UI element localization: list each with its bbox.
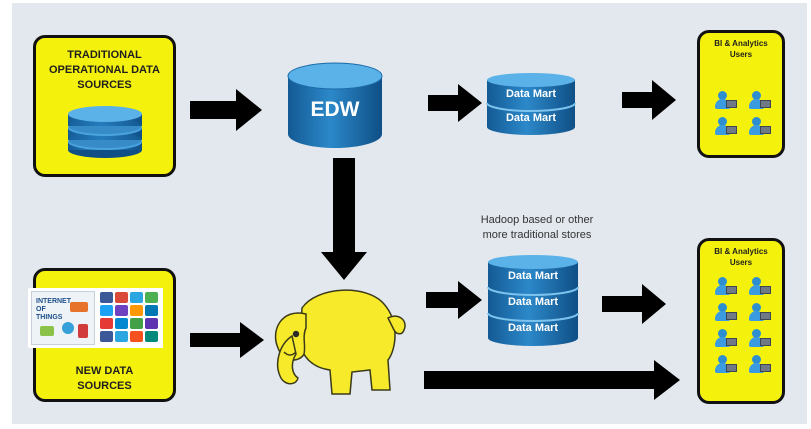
social-media-icons: INTERNET OF THINGS xyxy=(28,288,163,348)
user-laptop-icon xyxy=(715,303,737,323)
user-laptop-icon xyxy=(749,329,771,349)
data-mart-label: Data Mart xyxy=(505,88,557,100)
arrow-icon xyxy=(190,322,264,358)
traditional-sources-box: TRADITIONAL OPERATIONAL DATA SOURCES xyxy=(33,35,176,177)
edw-cylinder-icon xyxy=(287,62,383,148)
arrow-icon xyxy=(602,284,666,324)
hadoop-stores-caption: Hadoop based or other more traditional s… xyxy=(480,214,594,241)
data-mart-label: Data Mart xyxy=(507,270,559,282)
bi-users-box-bottom: BI & Analytics Users xyxy=(697,238,785,404)
data-mart-cylinder-icon xyxy=(487,255,579,346)
arrow-icon xyxy=(424,360,680,400)
user-laptop-icon xyxy=(749,277,771,297)
hadoop-elephant-icon xyxy=(274,289,406,395)
new-sources-label: NEW DATA SOURCES xyxy=(75,365,134,392)
user-laptop-icon xyxy=(715,355,737,375)
arrow-icon xyxy=(190,89,262,131)
database-icon xyxy=(68,106,142,158)
arrow-icon xyxy=(622,80,676,120)
internet-of-things-tile: INTERNET OF THINGS xyxy=(31,291,95,345)
traditional-sources-label: TRADITIONAL OPERATIONAL DATA SOURCES xyxy=(48,49,160,91)
user-laptop-icon xyxy=(715,117,737,137)
bi-users-label: BI & Analytics Users xyxy=(714,247,768,267)
data-mart-cylinder-icon xyxy=(486,73,576,135)
edw-label: EDW xyxy=(310,98,360,121)
bi-users-box-top: BI & Analytics Users xyxy=(697,30,785,158)
app-icon-grid xyxy=(100,292,158,342)
user-laptop-icon xyxy=(749,117,771,137)
user-laptop-icon xyxy=(749,303,771,323)
user-laptop-icon xyxy=(715,91,737,111)
data-mart-label: Data Mart xyxy=(507,322,559,334)
user-laptop-icon xyxy=(749,355,771,375)
bi-users-label: BI & Analytics Users xyxy=(714,39,768,59)
data-mart-label: Data Mart xyxy=(505,112,557,124)
data-mart-label: Data Mart xyxy=(507,296,559,308)
arrow-icon xyxy=(426,281,482,319)
internet-of-things-text: INTERNET OF THINGS xyxy=(36,298,71,321)
users-group xyxy=(715,91,771,137)
arrow-icon xyxy=(321,158,367,280)
user-laptop-icon xyxy=(715,277,737,297)
users-group xyxy=(715,277,771,375)
user-laptop-icon xyxy=(715,329,737,349)
user-laptop-icon xyxy=(749,91,771,111)
arrow-icon xyxy=(428,84,482,122)
